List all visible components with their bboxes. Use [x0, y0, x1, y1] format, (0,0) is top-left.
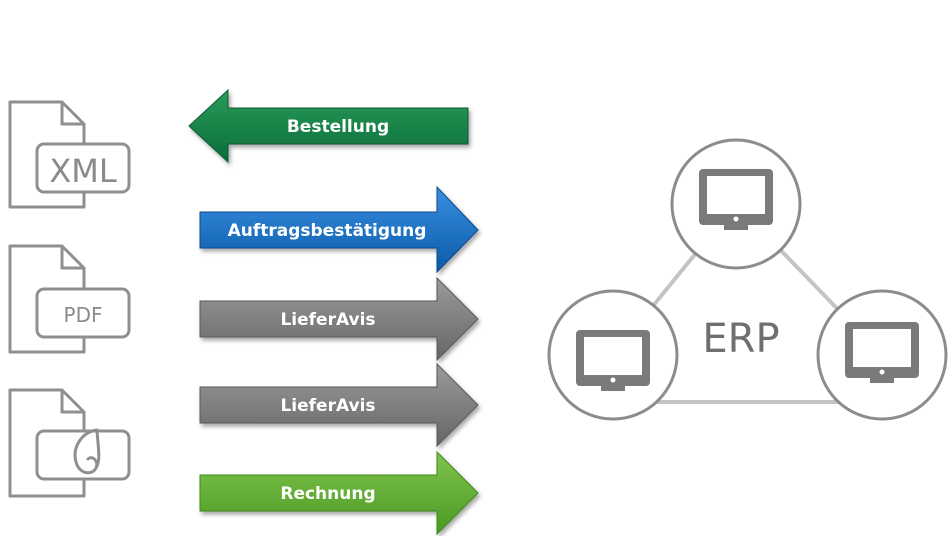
- monitor-icon: [576, 330, 650, 391]
- flow-arrow-rechnung: Rechnung: [199, 450, 479, 536]
- erp-node-top: [670, 138, 802, 270]
- swirl-icon: [73, 428, 101, 475]
- flow-arrow-auftragsbestaetigung: Auftragsbestätigung: [199, 185, 479, 274]
- flow-arrow-lieferavis-2: LieferAvis: [199, 362, 479, 448]
- flow-label-bestellung: Bestellung: [287, 117, 389, 137]
- flow-label-auftragsbestaetigung: Auftragsbestätigung: [228, 221, 427, 241]
- swirl-file-icon: [8, 388, 131, 498]
- flow-label-lieferavis-2: LieferAvis: [280, 396, 375, 416]
- xml-label: XML: [49, 152, 117, 190]
- erp-node-left: [547, 289, 679, 421]
- flow-label-rechnung: Rechnung: [280, 484, 375, 504]
- monitor-icon: [699, 169, 773, 230]
- pdf-label: PDF: [64, 303, 103, 327]
- flow-arrow-bestellung: Bestellung: [188, 88, 469, 164]
- flow-arrow-lieferavis-1: LieferAvis: [199, 276, 479, 362]
- erp-label: ERP: [702, 316, 779, 362]
- erp-network: ERP: [547, 138, 948, 421]
- xml-file-icon: XML: [8, 100, 131, 209]
- monitor-icon: [845, 322, 919, 383]
- pdf-file-icon: PDF: [8, 244, 131, 354]
- flow-label-lieferavis-1: LieferAvis: [280, 310, 375, 330]
- erp-node-right: [816, 289, 948, 421]
